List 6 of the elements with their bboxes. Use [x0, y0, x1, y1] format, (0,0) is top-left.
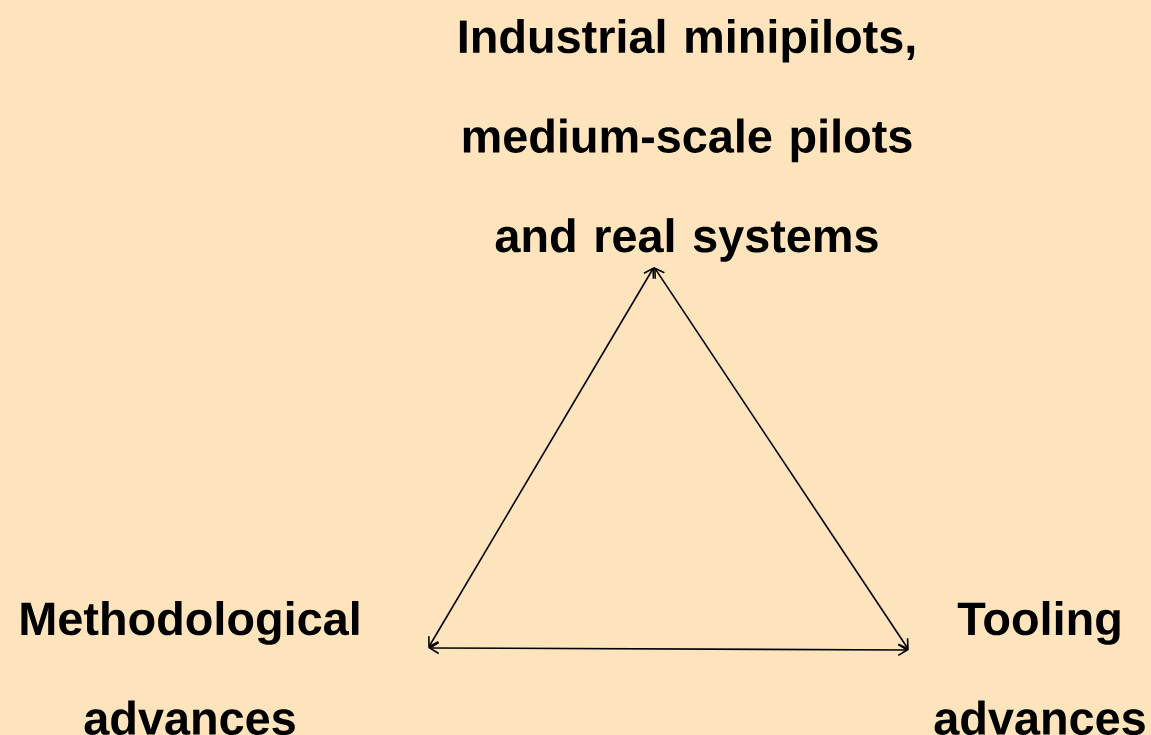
- label-text: Tooling advances: [934, 600, 1145, 735]
- arrow: [654, 267, 909, 650]
- arrow: [428, 641, 909, 657]
- label-text: Methodological advances: [21, 600, 359, 735]
- label-text: Industrial minipilots, medium-scale pilots and real systems: [459, 18, 915, 262]
- arrow: [428, 267, 655, 648]
